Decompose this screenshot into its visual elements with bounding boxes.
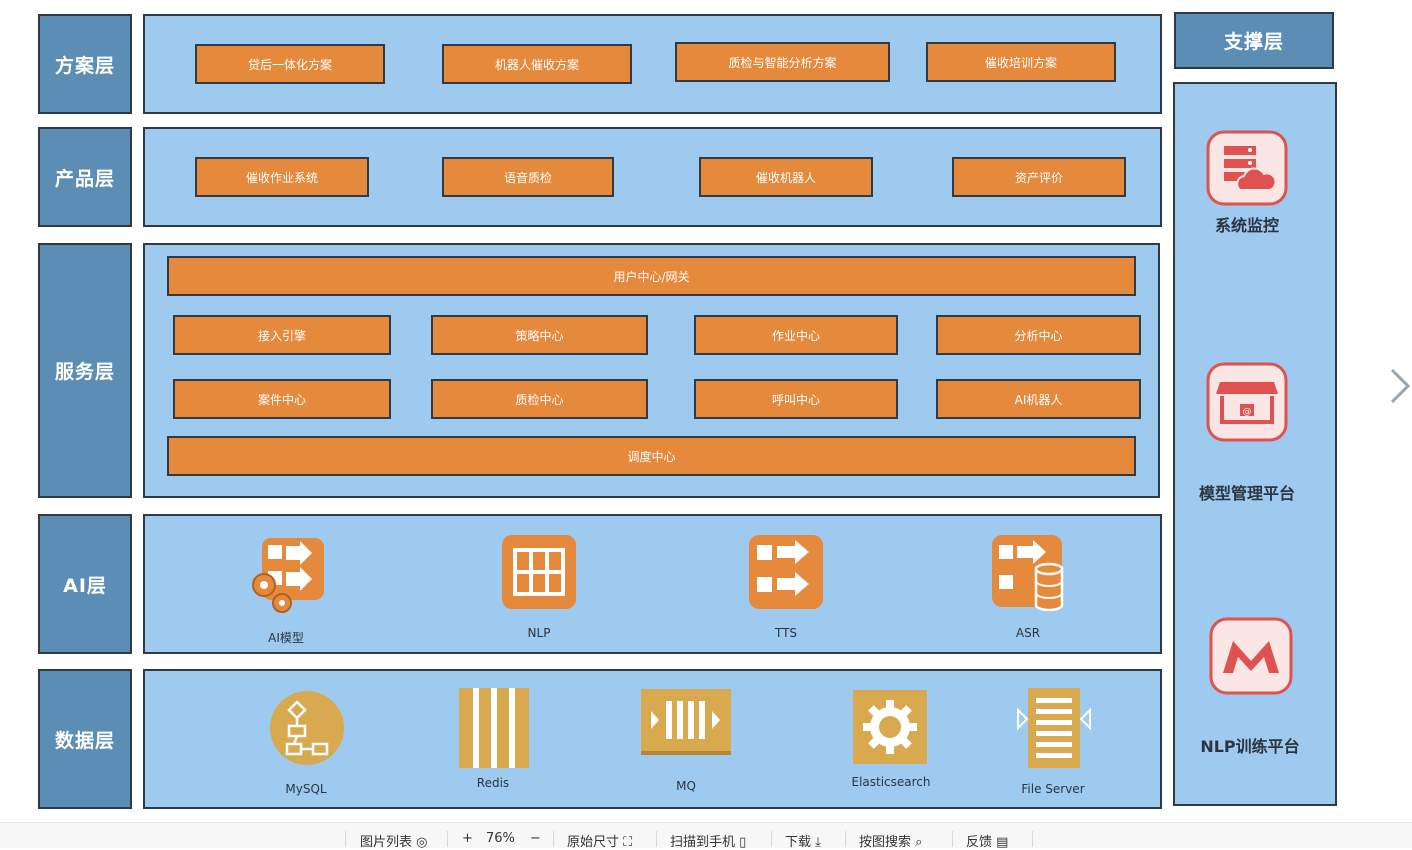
nlp-caption: NLP (527, 626, 551, 640)
solution-box: 质检与智能分析方案 (675, 42, 890, 82)
image-search-label: 按图搜索 (859, 835, 912, 850)
tts-caption: TTS (774, 626, 798, 640)
search-icon: ⌕ (915, 835, 923, 850)
service-box: 接入引擎 (173, 315, 391, 355)
product-box: 资产评价 (952, 157, 1126, 197)
feedback-button[interactable]: 反馈 ▤ (966, 831, 1008, 850)
service-box: 质检中心 (431, 379, 648, 419)
server-cloud-icon (1206, 130, 1288, 210)
file-server-caption: File Server (1021, 782, 1085, 796)
asr-caption: ASR (1015, 626, 1041, 640)
asr-database-icon (992, 535, 1068, 615)
image-viewer-toolbar: 图片列表 ◎ + 76% − 原始尺寸 ⛶ 扫描到手机 ▯ 下载 ⤓ 按图搜索 … (0, 822, 1412, 850)
service-box: 分析中心 (936, 315, 1141, 355)
product-box: 催收机器人 (699, 157, 873, 197)
ai-model-icon (248, 535, 328, 619)
layer-label-ai: AI层 (38, 514, 132, 654)
product-box: 语音质检 (442, 157, 614, 197)
service-box: 作业中心 (694, 315, 898, 355)
circle-chevron-icon: ◎ (416, 835, 428, 850)
phone-icon: ▯ (739, 835, 747, 850)
solution-box: 催收培训方案 (926, 42, 1116, 82)
redis-caption: Redis (476, 776, 510, 790)
support-item-label: 模型管理平台 (1198, 484, 1295, 503)
columns-icon (459, 688, 529, 772)
download-label: 下载 (785, 835, 812, 850)
service-gateway-box: 用户中心/网关 (167, 256, 1136, 296)
support-item-label: 系统监控 (1214, 216, 1279, 235)
scan-to-phone-button[interactable]: 扫描到手机 ▯ (670, 831, 746, 850)
solution-box: 贷后一体化方案 (195, 44, 385, 84)
download-button[interactable]: 下载 ⤓ (785, 831, 821, 850)
support-layer-label: 支撑层 (1174, 12, 1334, 69)
image-list-label: 图片列表 (360, 835, 413, 850)
layer-label-solution: 方案层 (38, 14, 132, 114)
file-list-icon (1016, 688, 1092, 772)
flowchart-icon (269, 690, 345, 770)
nlp-grid-icon (502, 535, 576, 613)
download-icon: ⤓ (815, 835, 821, 850)
layer-label-service: 服务层 (38, 243, 132, 498)
service-box: 呼叫中心 (694, 379, 898, 419)
mq-caption: MQ (676, 779, 696, 793)
image-list-button[interactable]: 图片列表 ◎ (360, 831, 428, 850)
layer-label-product: 产品层 (38, 127, 132, 227)
original-size-button[interactable]: 原始尺寸 ⛶ (567, 831, 632, 850)
support-item-label: NLP训练平台 (1200, 737, 1300, 756)
scan-label: 扫描到手机 (670, 835, 736, 850)
feedback-label: 反馈 (966, 835, 993, 850)
store-icon: @ (1206, 362, 1288, 446)
feedback-icon: ▤ (996, 835, 1009, 850)
image-search-button[interactable]: 按图搜索 ⌕ (859, 831, 922, 850)
queue-icon (641, 689, 731, 759)
service-scheduler-box: 调度中心 (167, 436, 1136, 476)
zoom-in-button[interactable]: + (462, 831, 473, 846)
service-box: 案件中心 (173, 379, 391, 419)
elasticsearch-caption: Elasticsearch (851, 775, 931, 789)
layer-label-data: 数据层 (38, 669, 132, 809)
next-arrow-icon[interactable] (1388, 366, 1412, 410)
mysql-caption: MySQL (285, 782, 327, 796)
product-box: 催收作业系统 (195, 157, 369, 197)
service-box: 策略中心 (431, 315, 648, 355)
tts-arrows-icon (749, 535, 823, 613)
svg-text:@: @ (1243, 407, 1252, 417)
ai-model-caption: AI模型 (268, 631, 304, 645)
zoom-out-button[interactable]: − (530, 831, 541, 846)
zoom-level: 76% (486, 831, 515, 846)
solution-box: 机器人催收方案 (442, 44, 632, 84)
service-box: AI机器人 (936, 379, 1141, 419)
m-logo-icon (1209, 617, 1293, 699)
gear-icon (853, 690, 927, 768)
resize-icon: ⛶ (623, 835, 633, 850)
original-size-label: 原始尺寸 (567, 835, 620, 850)
